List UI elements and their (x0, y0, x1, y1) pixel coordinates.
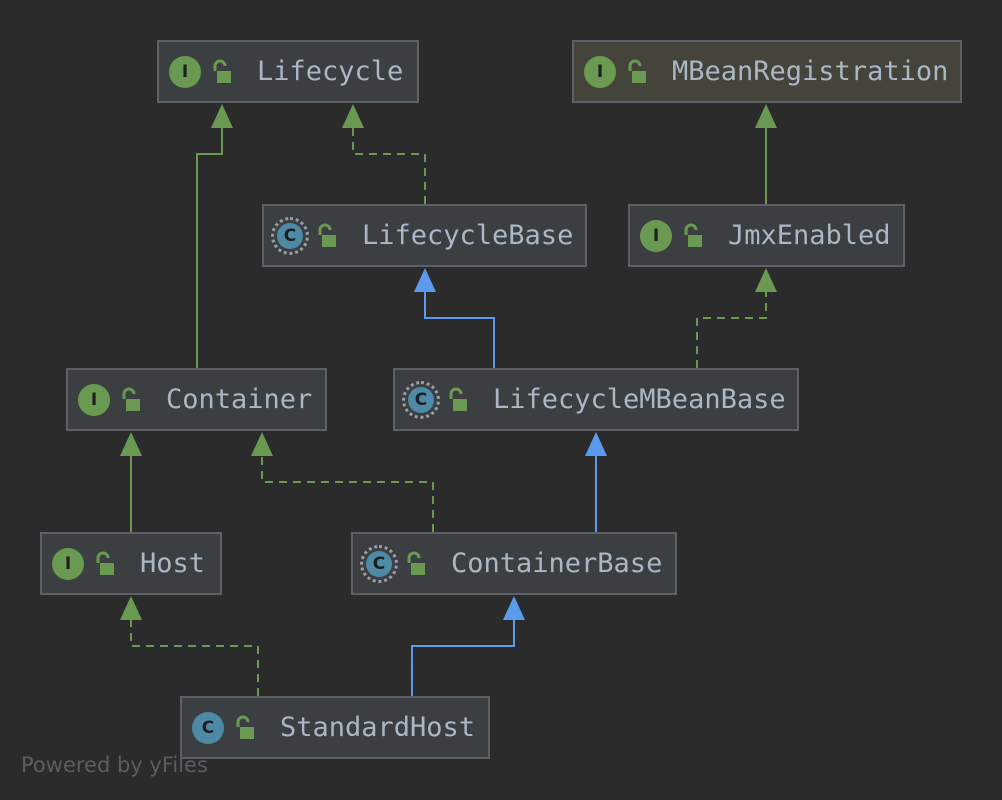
abstract-class-icon: C (360, 544, 398, 583)
unlocked-icon (628, 59, 646, 83)
abstract-class-icon: C (271, 216, 309, 255)
node-label: StandardHost (280, 712, 476, 743)
node-host[interactable]: I Host (40, 532, 222, 595)
edge-standardhost-to-containerbase (411, 620, 515, 696)
unlocked-icon (213, 59, 231, 83)
interface-icon: I (169, 55, 201, 88)
node-label: ContainerBase (451, 548, 663, 579)
node-label: MBeanRegistration (672, 56, 949, 87)
edge-container-to-lifecycle (196, 128, 223, 368)
arrowhead (342, 104, 364, 128)
interface-icon: I (640, 219, 672, 252)
edge-containerbase-to-container (261, 456, 434, 532)
node-standardhost[interactable]: C StandardHost (180, 696, 490, 759)
node-lifecycle[interactable]: I Lifecycle (157, 40, 419, 103)
class-icon: C (192, 711, 224, 744)
arrowhead (503, 596, 525, 620)
node-label: Container (166, 384, 313, 415)
node-label: Host (140, 548, 206, 579)
node-jmxenabled[interactable]: I JmxEnabled (628, 204, 905, 267)
arrowhead (585, 432, 607, 456)
edge-lifecyclebase-to-lifecycle (352, 128, 426, 204)
arrowhead (755, 104, 777, 128)
unlocked-icon (318, 223, 336, 247)
powered-by-footer: Powered by yFiles (21, 753, 208, 777)
unlocked-icon (407, 551, 425, 575)
edge-lifecyclembeanbase-to-lifecyclebase (424, 292, 495, 368)
node-label: Lifecycle (257, 56, 404, 87)
node-label: LifecycleBase (362, 220, 574, 251)
node-mbeanregistration[interactable]: I MBeanRegistration (572, 40, 962, 103)
unlocked-icon (684, 223, 702, 247)
interface-icon: I (584, 55, 616, 88)
unlocked-icon (122, 387, 140, 411)
node-container[interactable]: I Container (66, 368, 327, 431)
node-lifecyclebase[interactable]: C LifecycleBase (262, 204, 587, 267)
arrowhead (755, 268, 777, 292)
arrowhead (251, 432, 273, 456)
arrowhead (414, 268, 436, 292)
node-lifecyclembeanbase[interactable]: C LifecycleMBeanBase (393, 368, 799, 431)
arrowhead (211, 104, 233, 128)
unlocked-icon (236, 715, 254, 739)
node-label: JmxEnabled (728, 220, 891, 251)
unlocked-icon (96, 551, 114, 575)
interface-icon: I (78, 383, 110, 416)
unlocked-icon (449, 387, 467, 411)
edge-lifecyclembeanbase-to-jmxenabled (696, 292, 767, 368)
interface-icon: I (52, 547, 84, 580)
node-label: LifecycleMBeanBase (493, 384, 786, 415)
node-containerbase[interactable]: C ContainerBase (351, 532, 677, 595)
arrowhead (120, 596, 142, 620)
arrowhead (120, 432, 142, 456)
abstract-class-icon: C (402, 380, 440, 419)
edge-standardhost-to-host (130, 620, 259, 696)
